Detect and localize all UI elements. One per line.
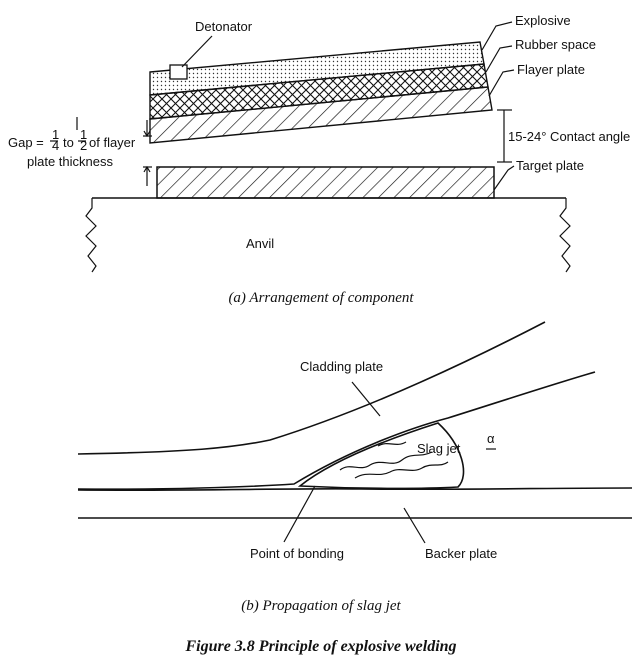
contact-angle-dimension <box>497 109 512 163</box>
svg-text:of flayer: of flayer <box>89 135 136 150</box>
rubber-space-label: Rubber space <box>515 37 596 52</box>
cladding-plate-top <box>77 321 546 455</box>
point-of-bonding-label: Point of bonding <box>250 546 344 561</box>
caption-b: (b) Propagation of slag jet <box>241 598 401 614</box>
svg-text:1: 1 <box>52 127 59 142</box>
gap-label: Gap = 1 4 to 1 2 of flayer plate thickne… <box>8 127 136 169</box>
arrangement-diagram: Detonator Explosive Rubber space Flayer … <box>8 13 630 306</box>
slag-jet-region <box>297 422 465 490</box>
slag-jet-diagram: Cladding plate Slag jet α Point of bondi… <box>77 321 633 614</box>
svg-text:plate thickness: plate thickness <box>27 154 113 169</box>
svg-text:4: 4 <box>52 138 59 153</box>
svg-text:2: 2 <box>80 138 87 153</box>
anvil <box>85 197 571 273</box>
backer-plate-label: Backer plate <box>425 546 497 561</box>
svg-text:1: 1 <box>80 127 87 142</box>
flayer-plate-label: Flayer plate <box>517 62 585 77</box>
explosive-label: Explosive <box>515 13 571 28</box>
target-plate-label: Target plate <box>516 158 584 173</box>
detonator-block <box>169 64 188 80</box>
target-plate <box>156 166 495 199</box>
cladding-plate-bottom <box>77 371 596 490</box>
contact-angle-label: 15-24° Contact angle <box>508 129 630 144</box>
detonator-label: Detonator <box>195 19 253 34</box>
svg-text:to: to <box>63 135 74 150</box>
gap-dimension <box>76 117 152 186</box>
caption-a: (a) Arrangement of component <box>228 290 414 306</box>
flyer-plate-stack <box>149 41 493 144</box>
slag-jet-label: Slag jet <box>417 441 461 456</box>
flayer-plate-layer <box>149 86 493 144</box>
anvil-label: Anvil <box>246 236 274 251</box>
svg-text:Gap =: Gap = <box>8 135 44 150</box>
cladding-plate-label: Cladding plate <box>300 359 383 374</box>
alpha-label: α <box>487 431 495 446</box>
backer-plate-top <box>77 487 633 491</box>
figure-title: Figure 3.8 Principle of explosive weldin… <box>184 638 456 655</box>
